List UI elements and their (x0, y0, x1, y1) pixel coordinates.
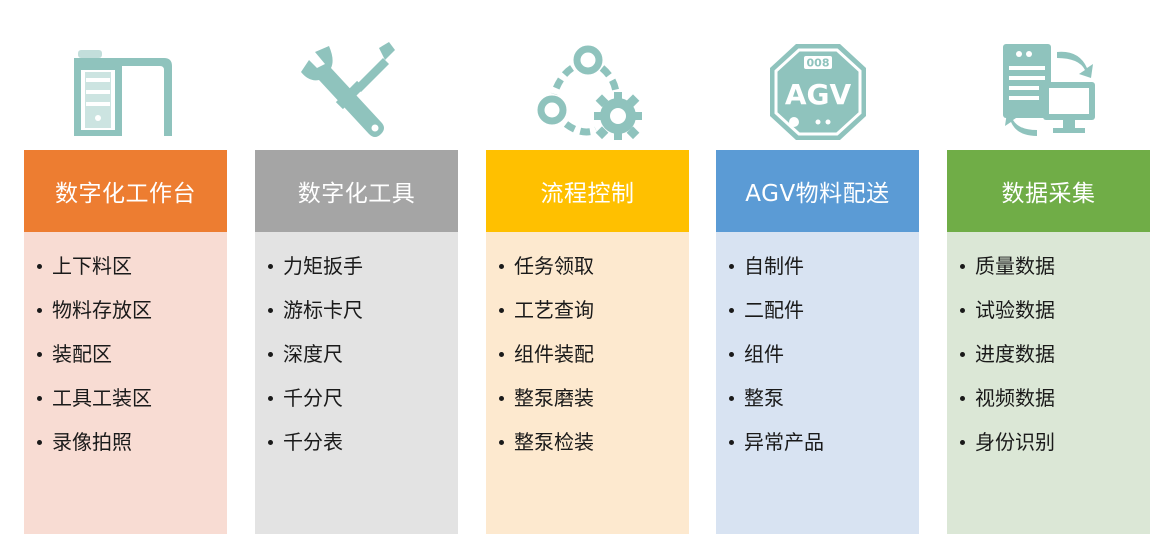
list-item: 整泵磨装 (498, 383, 689, 427)
list-item: 物料存放区 (36, 295, 227, 339)
list-item: 工具工装区 (36, 383, 227, 427)
list-item: 深度尺 (267, 339, 458, 383)
list-item: 质量数据 (959, 251, 1150, 295)
list-item: 录像拍照 (36, 427, 227, 471)
column-title: 数字化工作台 (24, 150, 227, 232)
column-body: 任务领取 工艺查询 组件装配 整泵磨装 整泵检装 (486, 232, 689, 534)
list-item: 组件装配 (498, 339, 689, 383)
list-item: 身份识别 (959, 427, 1150, 471)
list-item: 自制件 (728, 251, 919, 295)
list-item: 整泵检装 (498, 427, 689, 471)
column-title: 流程控制 (486, 150, 689, 232)
list-item: 装配区 (36, 339, 227, 383)
list-item: 千分尺 (267, 383, 458, 427)
list-item: 视频数据 (959, 383, 1150, 427)
column-data-collection: 数据采集 质量数据 试验数据 进度数据 视频数据 身份识别 (947, 0, 1150, 556)
list-item: 任务领取 (498, 251, 689, 295)
column-body: 力矩扳手 游标卡尺 深度尺 千分尺 千分表 (255, 232, 458, 534)
list-item: 二配件 (728, 295, 919, 339)
column-agv-delivery: 008 AGV AGV物料配送 自制件 二配件 组件 整泵 异常产品 (716, 0, 919, 556)
list-item: 工艺查询 (498, 295, 689, 339)
column-body: 上下料区 物料存放区 装配区 工具工装区 录像拍照 (24, 232, 227, 534)
list-item: 千分表 (267, 427, 458, 471)
list-item: 游标卡尺 (267, 295, 458, 339)
workstation-icon (64, 38, 188, 144)
column-body: 自制件 二配件 组件 整泵 异常产品 (716, 232, 919, 534)
column-title: 数据采集 (947, 150, 1150, 232)
column-title: AGV物料配送 (716, 150, 919, 232)
column-process-control: 流程控制 任务领取 工艺查询 组件装配 整泵磨装 整泵检装 (486, 0, 689, 556)
list-item: 整泵 (728, 383, 919, 427)
list-item: 力矩扳手 (267, 251, 458, 295)
list-item: 进度数据 (959, 339, 1150, 383)
agv-code-text: 008 (807, 57, 830, 70)
column-digital-workstation: 数字化工作台 上下料区 物料存放区 装配区 工具工装区 录像拍照 (24, 0, 227, 556)
list-item: 上下料区 (36, 251, 227, 295)
column-title: 数字化工具 (255, 150, 458, 232)
agv-icon: 008 AGV (756, 38, 880, 144)
list-item: 试验数据 (959, 295, 1150, 339)
wrench-screwdriver-icon (295, 38, 419, 144)
data-server-icon (987, 38, 1111, 144)
column-body: 质量数据 试验数据 进度数据 视频数据 身份识别 (947, 232, 1150, 534)
column-digital-tools: 数字化工具 力矩扳手 游标卡尺 深度尺 千分尺 千分表 (255, 0, 458, 556)
process-gear-icon (526, 38, 650, 144)
list-item: 异常产品 (728, 427, 919, 471)
agv-label-text: AGV (785, 78, 852, 111)
list-item: 组件 (728, 339, 919, 383)
